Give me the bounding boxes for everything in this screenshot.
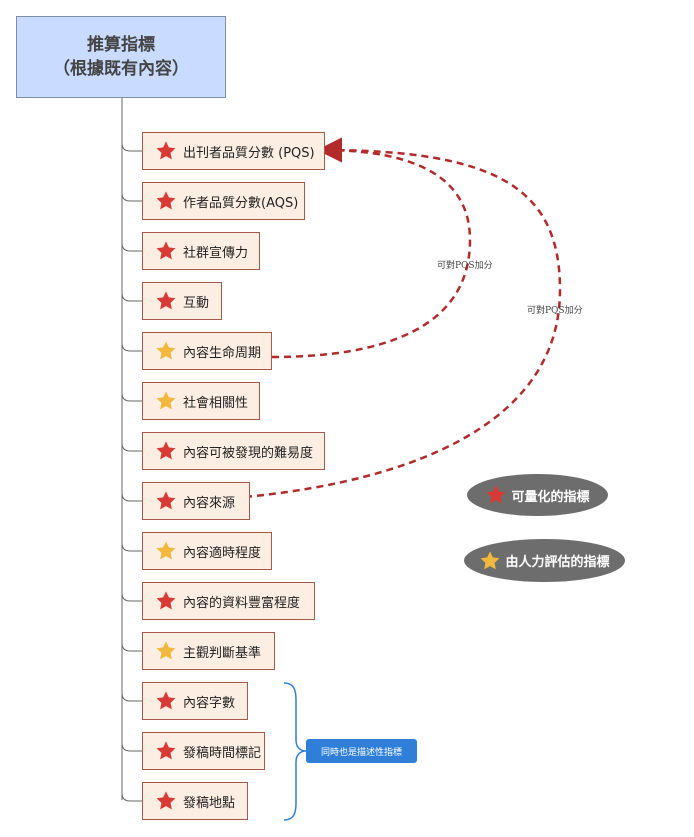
metric-node: 內容生命周期 — [142, 332, 272, 370]
branch-line — [121, 692, 142, 702]
branch-line — [121, 242, 142, 252]
branch-line — [121, 592, 142, 602]
metric-node: 社會相關性 — [142, 382, 260, 420]
metric-node: 內容字數 — [142, 682, 248, 720]
star-gold-icon — [156, 541, 176, 560]
metric-label: 內容可被發現的難易度 — [183, 445, 314, 461]
metric-node: 社群宣傳力 — [142, 232, 260, 270]
metric-node: 內容適時程度 — [142, 532, 272, 570]
star-gold-icon — [156, 341, 176, 360]
star-red-icon — [156, 741, 176, 760]
star-red-icon — [156, 191, 176, 210]
metric-node: 作者品質分數(AQS) — [142, 182, 305, 220]
link-label-2: 可對PQS加分 — [527, 306, 583, 316]
metric-label: 內容適時程度 — [183, 545, 262, 561]
metric-label: 內容的資料豐富程度 — [183, 595, 301, 611]
metric-label: 內容生命周期 — [183, 345, 262, 361]
metric-node: 互動 — [142, 282, 222, 320]
branch-line — [121, 442, 142, 452]
star-red-icon — [156, 441, 176, 460]
group-brace — [283, 682, 307, 821]
star-gold-icon — [156, 391, 176, 410]
branch-line — [121, 392, 142, 402]
metric-node: 內容來源 — [142, 482, 250, 520]
star-red-icon — [156, 591, 176, 610]
legend-quantifiable: 可量化的指標 — [467, 474, 608, 516]
metric-label: 內容字數 — [183, 695, 236, 711]
star-red-icon — [156, 291, 176, 310]
star-red-icon — [156, 691, 176, 710]
tree-branches — [121, 142, 142, 802]
branch-line — [121, 742, 142, 752]
metric-node: 主觀判斷基準 — [142, 632, 275, 670]
metric-label: 互動 — [183, 295, 210, 311]
metric-node: 發稿時間標記 — [142, 732, 265, 770]
root-node: 推算指標 （根據既有內容） — [16, 16, 226, 98]
star-gold-icon — [481, 550, 500, 569]
branch-line — [121, 192, 142, 202]
branch-line — [121, 792, 142, 802]
metric-label: 社群宣傳力 — [183, 245, 249, 261]
branch-line — [121, 292, 142, 302]
star-red-icon — [156, 491, 176, 510]
root-subtitle: （根據既有內容） — [53, 59, 189, 79]
branch-line — [121, 142, 142, 152]
link-lifecycle-to-pqs — [271, 137, 472, 359]
metric-label: 發稿地點 — [183, 795, 236, 811]
metric-label: 主觀判斷基準 — [183, 645, 262, 661]
metric-node: 出刊者品質分數 (PQS) — [142, 132, 325, 170]
metric-node: 發稿地點 — [142, 782, 248, 820]
branch-line — [121, 542, 142, 552]
legend-human-label: 由人力評估的指標 — [505, 555, 610, 570]
metric-node: 內容的資料豐富程度 — [142, 582, 315, 620]
star-red-icon — [156, 141, 176, 160]
metric-label: 作者品質分數(AQS) — [183, 195, 299, 211]
legend-quantifiable-label: 可量化的指標 — [511, 489, 590, 505]
star-gold-icon — [156, 641, 176, 660]
metric-label: 出刊者品質分數 (PQS) — [183, 145, 315, 161]
root-title: 推算指標 — [87, 35, 155, 55]
branch-line — [121, 492, 142, 502]
descriptive-tag: 同時也是描述性指標 — [306, 739, 417, 763]
metric-label: 社會相關性 — [183, 395, 249, 411]
star-red-icon — [156, 791, 176, 810]
link-source-to-pqs — [244, 137, 562, 499]
legend-human: 由人力評估的指標 — [464, 539, 625, 582]
branch-line — [121, 342, 142, 352]
metric-node: 內容可被發現的難易度 — [142, 432, 325, 470]
metric-label: 內容來源 — [183, 495, 236, 511]
link-label-1: 可對PQS加分 — [437, 261, 493, 271]
star-red-icon — [156, 241, 176, 260]
metric-label: 發稿時間標記 — [183, 745, 262, 761]
star-red-icon — [487, 485, 506, 504]
branch-line — [121, 642, 142, 652]
